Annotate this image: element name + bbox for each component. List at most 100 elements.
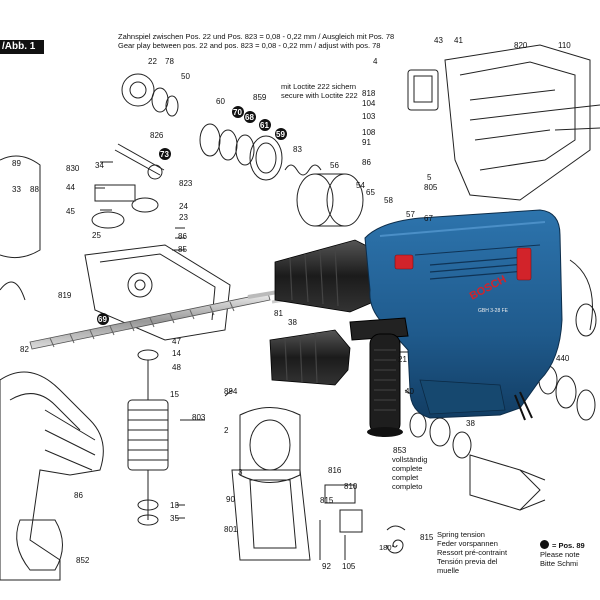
- part-number-label: 2: [224, 426, 229, 435]
- legend-line3: Bitte Schmi: [540, 559, 578, 568]
- part-number-label: 73: [160, 150, 169, 159]
- part-number-label: 105: [342, 562, 356, 571]
- part-number-label: 13: [170, 501, 179, 510]
- part-marker-circle: [244, 111, 256, 123]
- complete-note-en: complete: [392, 464, 423, 473]
- part-number-label: 57: [406, 210, 415, 219]
- part-marker-circle: [259, 119, 271, 131]
- part-number-label: 33: [12, 185, 21, 194]
- part-number-label: 54: [356, 181, 365, 190]
- part-number-label: 14: [172, 349, 181, 358]
- part-number-label: 78: [165, 57, 174, 66]
- part-number-label: 65: [366, 188, 375, 197]
- part-number-label: 104: [362, 99, 376, 108]
- part-number-label: 92: [322, 562, 331, 571]
- part-number-label: 108: [362, 128, 376, 137]
- part-number-label: 803: [192, 413, 206, 422]
- part-number-label: 23: [179, 213, 188, 222]
- part-marker-circle: [97, 313, 109, 325]
- part-number-label: 40: [405, 387, 414, 396]
- part-number-label: 69: [98, 315, 107, 324]
- part-number-label: 110: [558, 41, 571, 50]
- gear-play-note-de: Zahnspiel zwischen Pos. 22 und Pos. 823 …: [118, 32, 395, 41]
- part-number-label: 85: [178, 245, 187, 254]
- part-number-label: 440: [556, 354, 570, 363]
- part-number-label: 61: [260, 121, 269, 130]
- spring-note-es2: muelle: [437, 566, 460, 575]
- part-number-label: 70: [233, 108, 242, 117]
- part-number-label: 86: [362, 158, 371, 167]
- legend-label: = Pos. 89: [552, 541, 585, 550]
- gear-play-note-en: Gear play between pos. 22 and pos. 823 =…: [118, 41, 381, 50]
- part-number-label: 816: [328, 466, 342, 475]
- part-number-label: 103: [362, 112, 376, 121]
- part-number-label: 86: [178, 232, 187, 241]
- part-number-label: 44: [66, 183, 75, 192]
- part-number-label: 58: [384, 196, 393, 205]
- legend-line2: Please note: [540, 550, 580, 559]
- part-number-label: 86: [74, 491, 83, 500]
- part-number-label: 82: [20, 345, 29, 354]
- part-number-label: 852: [76, 556, 90, 565]
- part-number-label: 4: [373, 57, 378, 66]
- part-number-label: 830: [66, 164, 80, 173]
- part-number-label: 826: [150, 131, 164, 140]
- part-number-label: 68: [245, 113, 254, 122]
- part-marker-circle: [159, 148, 171, 160]
- part-number-label: 60: [216, 97, 225, 106]
- part-number-label: 35: [170, 514, 179, 523]
- part-number-label: 59: [276, 130, 285, 139]
- part-number-label: 22: [148, 57, 157, 66]
- part-number-label: 815: [420, 533, 434, 542]
- part-number-label: 38: [288, 318, 297, 327]
- part-number-label: 34: [95, 161, 104, 170]
- part-marker-circle: [232, 106, 244, 118]
- loctite-note-en: secure with Loctite 222: [281, 91, 358, 100]
- part-number-label: 81: [274, 309, 283, 318]
- part-number-label: 43: [434, 36, 443, 45]
- part-number-label: 5: [427, 173, 432, 182]
- part-number-label: 89: [12, 159, 21, 168]
- part-number-label: 805: [424, 183, 438, 192]
- complete-note-de: vollständig: [392, 455, 428, 464]
- part-number-label: 41: [454, 36, 463, 45]
- loctite-note-de: mit Loctite 222 sichern: [281, 82, 357, 91]
- part-number-label: 25: [92, 231, 101, 240]
- part-number-label: 88: [30, 185, 39, 194]
- spring-angle: 180°: [379, 543, 395, 552]
- part-number-label: 24: [179, 202, 188, 211]
- spare-chuck: [269, 329, 351, 386]
- line-art: [0, 44, 600, 581]
- part-number-label: 47: [172, 337, 181, 346]
- part-number-label: 853: [393, 446, 407, 455]
- complete-note-fr: complet: [392, 473, 419, 482]
- part-number-label: 819: [58, 291, 72, 300]
- part-number-label: 91: [362, 138, 371, 147]
- bullet-icon: [540, 540, 549, 549]
- part-number-label: 83: [293, 145, 302, 154]
- part-number-label: 823: [179, 179, 193, 188]
- part-number-label: 801: [224, 525, 238, 534]
- part-number-label: 818: [362, 89, 376, 98]
- part-number-label: 894: [224, 387, 238, 396]
- part-number-label: 815: [320, 496, 334, 505]
- part-number-label: 90: [226, 495, 235, 504]
- part-number-label: 50: [181, 72, 190, 81]
- part-number-label: 48: [172, 363, 181, 372]
- part-number-label: 3: [238, 468, 243, 477]
- rotary-hammer: BOSCH GBH 3-28 FE: [271, 209, 563, 437]
- part-number-label: 67: [424, 214, 433, 223]
- spring-note-de: Feder vorspannen: [437, 539, 498, 548]
- part-number-label: 15: [170, 390, 179, 399]
- model-label: GBH 3-28 FE: [478, 308, 509, 314]
- spring-note-es: Tensión previa del: [437, 557, 498, 566]
- part-number-label: 820: [514, 41, 528, 50]
- part-number-label: 45: [66, 207, 75, 216]
- figure-tag: /Abb. 1: [0, 40, 44, 54]
- part-number-label: 859: [253, 93, 267, 102]
- spring-note-en: Spring tension: [437, 530, 485, 539]
- part-number-label: 21: [398, 355, 407, 364]
- part-number-label: 38: [466, 419, 475, 428]
